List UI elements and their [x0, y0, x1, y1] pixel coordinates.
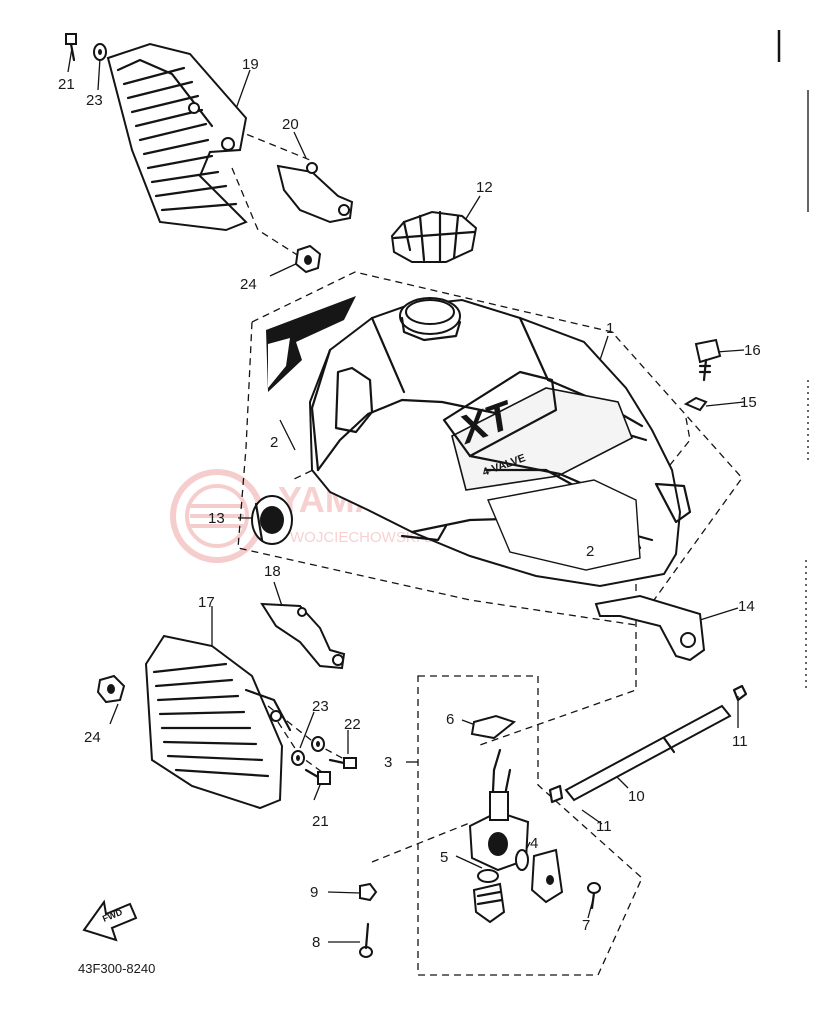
- callout-17: 17: [198, 594, 215, 611]
- side-cover-lower: [144, 634, 292, 810]
- washer-23-lower-a: [311, 736, 325, 752]
- callout-1: 1: [606, 320, 614, 337]
- side-cover-upper: [106, 42, 248, 232]
- callout-14: 14: [738, 598, 755, 615]
- washer-23-top: [93, 43, 107, 61]
- part-code: 43F300-8240: [78, 961, 155, 976]
- callout-15: 15: [740, 394, 757, 411]
- nut-24-top: [294, 244, 322, 274]
- callout-21-lower: 21: [312, 813, 329, 830]
- washer-9: [359, 882, 378, 902]
- o-ring-5: [477, 869, 499, 883]
- bracket-upper: [276, 162, 354, 224]
- callout-10: 10: [628, 788, 645, 805]
- clip-11-upper: [732, 684, 748, 702]
- callout-21-top: 21: [58, 76, 75, 93]
- decal-side-right: [487, 479, 641, 571]
- callout-4: 4: [530, 835, 538, 852]
- damper-13: [251, 495, 293, 545]
- bolt-22: [328, 757, 357, 769]
- fuel-cock-plate: [530, 848, 564, 904]
- fuel-cock-group-outline: [417, 675, 643, 976]
- callout-3: 3: [384, 754, 392, 771]
- filler-cap: [390, 210, 478, 264]
- clip-11-lower: [548, 784, 564, 804]
- bolt-16: [694, 338, 722, 382]
- callout-2-right: 2: [586, 543, 594, 560]
- callout-24-top: 24: [240, 276, 257, 293]
- callout-5: 5: [440, 849, 448, 866]
- callout-11-upper: 11: [732, 733, 748, 750]
- sediment-cup: [472, 882, 506, 924]
- callout-23-lower: 23: [312, 698, 329, 715]
- screw-7: [587, 882, 601, 910]
- callout-7: 7: [582, 917, 590, 934]
- callouts: 1 2 2 3 4 5 6 7 8 9 10 11 11 12 13 14 15…: [58, 56, 761, 951]
- callout-20: 20: [282, 116, 299, 133]
- callout-6: 6: [446, 711, 454, 728]
- tank-group-outline: [237, 271, 743, 626]
- fuel-cock-3: [468, 748, 530, 872]
- decal-side-left: [266, 296, 356, 392]
- callout-12: 12: [476, 179, 493, 196]
- margin-marks: [777, 30, 809, 690]
- callout-8: 8: [312, 934, 320, 951]
- o-ring-4: [515, 849, 529, 871]
- callout-16: 16: [744, 342, 761, 359]
- callout-19: 19: [242, 56, 259, 73]
- nut-24-lower: [96, 674, 126, 704]
- fwd-arrow-icon: FWD: [82, 899, 138, 942]
- callout-18: 18: [264, 563, 281, 580]
- callout-24-lower: 24: [84, 729, 101, 746]
- washer-23-lower-b: [291, 750, 305, 766]
- callout-11-lower: 11: [596, 818, 612, 835]
- callout-23-top: 23: [86, 92, 103, 109]
- screw-8: [359, 922, 373, 958]
- fuel-pipe-10: [564, 704, 732, 802]
- callout-9: 9: [310, 884, 318, 901]
- fuel-cock-gasket-6: [470, 714, 517, 740]
- washer-15: [683, 396, 708, 412]
- callout-13: 13: [208, 510, 225, 527]
- bolt-21-lower: [304, 768, 331, 785]
- callout-22: 22: [344, 716, 361, 733]
- bracket-lower: [260, 602, 346, 670]
- callout-2-left: 2: [270, 434, 278, 451]
- bolt-21-top: [65, 33, 77, 62]
- rear-bracket-14: [594, 594, 706, 662]
